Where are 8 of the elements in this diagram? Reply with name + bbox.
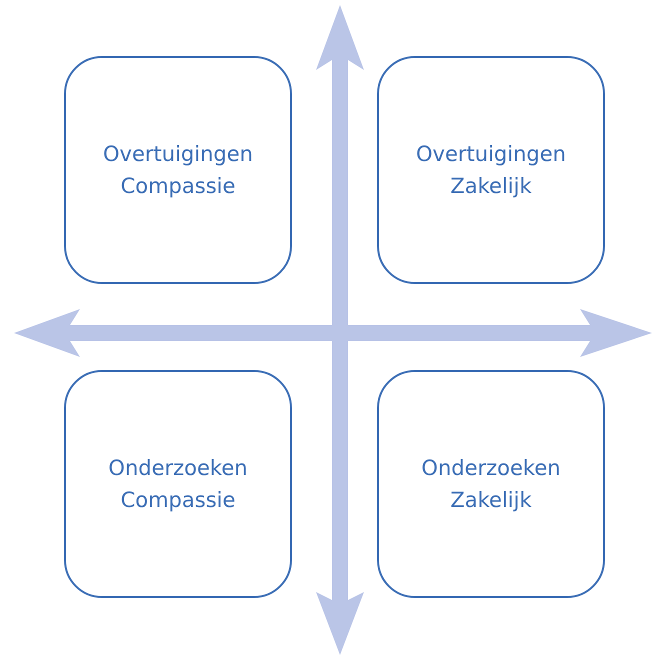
quadrant-box [64, 370, 292, 598]
quadrant-box [377, 56, 605, 284]
quadrant-box [377, 370, 605, 598]
quadrant-label: Overtuigingen Zakelijk [415, 141, 567, 200]
quadrant-label: Onderzoeken Compassie [107, 455, 249, 514]
quadrant-label: Overtuigingen Compassie [102, 141, 254, 200]
quadrant-box [64, 56, 292, 284]
quadrant-label: Onderzoeken Zakelijk [420, 455, 562, 514]
